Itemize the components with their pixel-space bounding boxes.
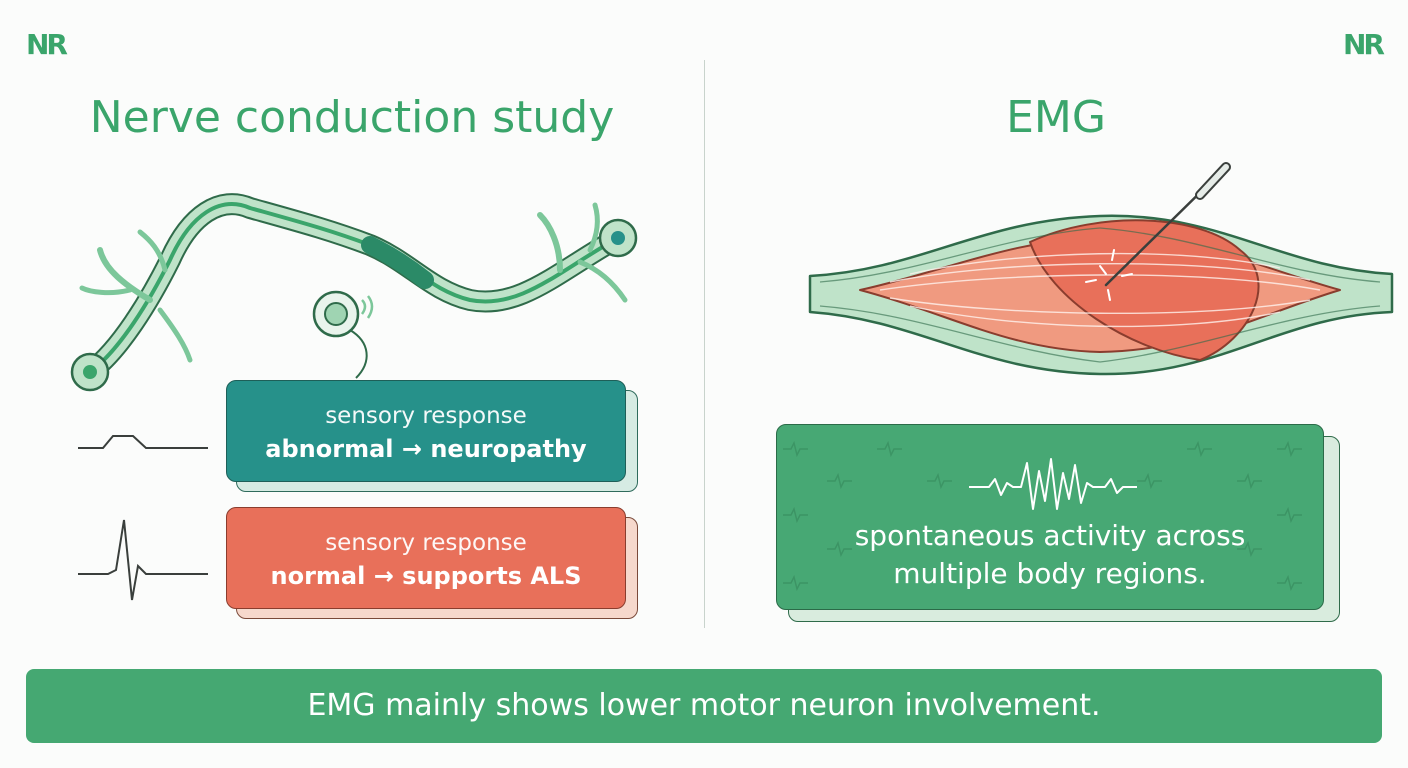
- nerve-fiber-icon: [70, 193, 638, 392]
- als-card-line1: sensory response: [325, 530, 527, 556]
- spike-waveform-icon: [78, 519, 208, 601]
- emg-card: spontaneous activity across multiple bod…: [776, 424, 1324, 610]
- nerve-conduction-title-text: Nerve conduction study: [89, 92, 615, 143]
- emg-activity-waveform-icon: [969, 458, 1137, 510]
- summary-banner: EMG mainly shows lower motor neuron invo…: [26, 669, 1382, 743]
- logo-left: NR: [26, 28, 68, 61]
- muscle-icon: [808, 214, 1394, 376]
- neuropathy-card: sensory response abnormal → neuropathy: [226, 380, 626, 482]
- emg-background-pattern: [783, 440, 1302, 592]
- als-card: sensory response normal → supports ALS: [226, 507, 626, 609]
- stimulating-electrode-icon: [312, 290, 374, 379]
- emg-card-line2: multiple body regions.: [893, 557, 1207, 590]
- logo-right: NR: [1343, 28, 1385, 61]
- flat-waveform-icon: [78, 435, 208, 449]
- als-card-line2: normal → supports ALS: [270, 562, 582, 590]
- emg-title: EMG: [1006, 92, 1106, 143]
- emg-card-line1: spontaneous activity across: [854, 519, 1246, 552]
- nerve-conduction-title: Nerve conduction study: [0, 92, 704, 143]
- emg-card-text: spontaneous activity across multiple bod…: [777, 517, 1323, 593]
- panel-divider: [704, 60, 705, 628]
- neuropathy-card-line1: sensory response: [325, 403, 527, 429]
- neuropathy-card-line2: abnormal → neuropathy: [265, 435, 587, 463]
- emg-needle-icon: [1104, 162, 1231, 287]
